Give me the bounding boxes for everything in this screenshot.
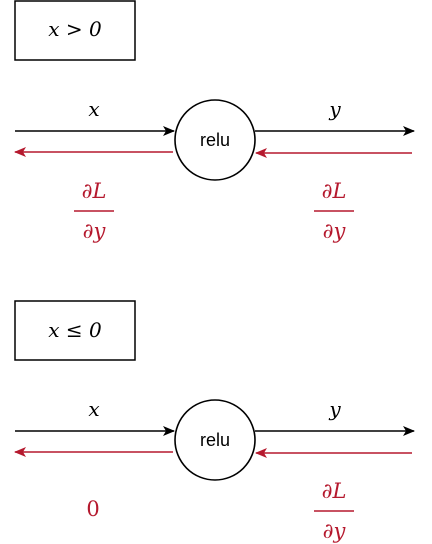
input-gradient-denominator: ∂y [83, 219, 107, 243]
relu-node-label: relu [200, 130, 230, 150]
output-gradient-numerator: ∂L [322, 479, 347, 503]
panel-nonpositive: x ≤ 0 x relu y 0 ∂L ∂y [14, 300, 415, 543]
input-label: x [88, 97, 99, 121]
output-label: y [328, 397, 341, 421]
output-gradient-denominator: ∂y [323, 519, 347, 543]
condition-box [14, 300, 136, 361]
relu-node [174, 399, 256, 481]
output-gradient-numerator: ∂L [322, 179, 347, 203]
output-gradient: ∂L ∂y [314, 179, 354, 243]
input-gradient-numerator: ∂L [82, 179, 107, 203]
input-label: x [88, 397, 99, 421]
output-gradient: ∂L ∂y [314, 479, 354, 543]
condition-label: x ≤ 0 [48, 318, 102, 342]
output-label: y [328, 97, 341, 121]
output-gradient-denominator: ∂y [323, 219, 347, 243]
panel-positive: x > 0 x relu y ∂L ∂y ∂L ∂y [14, 0, 415, 243]
condition-box [14, 0, 136, 61]
relu-node [174, 99, 256, 181]
condition-label: x > 0 [48, 17, 102, 41]
input-gradient-zero: 0 [86, 497, 99, 521]
relu-node-label: relu [200, 430, 230, 450]
input-gradient: ∂L ∂y [74, 179, 114, 243]
